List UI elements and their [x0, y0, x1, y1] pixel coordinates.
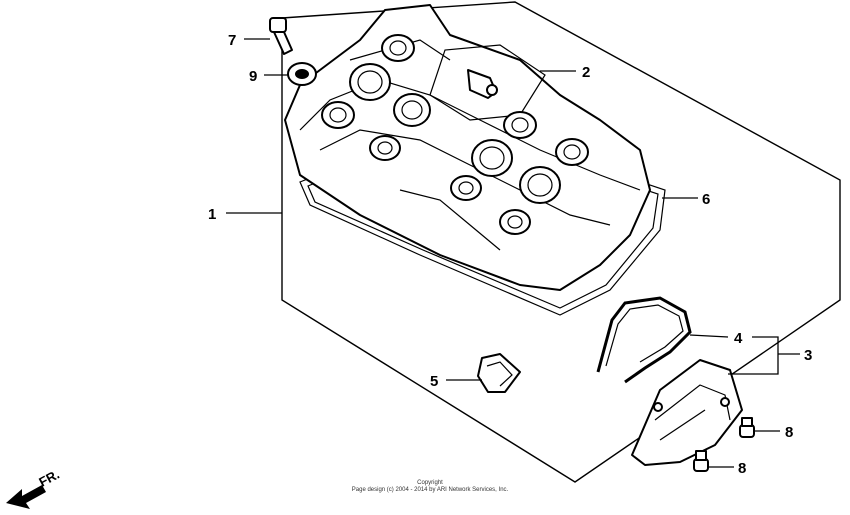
callout-8-upper: 8 — [785, 424, 793, 441]
gasket-4 — [596, 296, 692, 384]
callout-8-lower: 8 — [738, 460, 746, 477]
callout-1: 1 — [208, 206, 216, 223]
front-direction-indicator: FR. — [6, 467, 62, 509]
cover-3 — [631, 359, 743, 466]
copyright-notice: Copyright Page design (c) 2004 - 2014 by… — [300, 480, 560, 494]
copyright-line-1: Copyright — [417, 480, 443, 486]
callout-6: 6 — [702, 191, 710, 208]
callout-5: 5 — [430, 373, 438, 390]
bolt-8-upper — [739, 417, 755, 438]
cylinder-head-cover — [284, 4, 651, 291]
leader-4 — [689, 334, 729, 338]
arrow-left-icon — [6, 485, 46, 509]
callout-2: 2 — [582, 64, 590, 81]
leader-3-bracket — [728, 336, 800, 375]
callout-9: 9 — [249, 68, 257, 85]
bolt-8-lower — [693, 450, 709, 472]
gasket-4-inner — [605, 304, 684, 367]
callout-4: 4 — [734, 330, 743, 347]
callout-7: 7 — [228, 32, 236, 49]
callout-3: 3 — [804, 347, 812, 364]
copyright-line-2: Page design (c) 2004 - 2014 by ARI Netwo… — [351, 487, 509, 493]
bolt-7 — [269, 17, 293, 55]
grommet-9 — [287, 62, 317, 86]
plug-5 — [477, 353, 521, 393]
assembly-frame — [281, 1, 841, 483]
